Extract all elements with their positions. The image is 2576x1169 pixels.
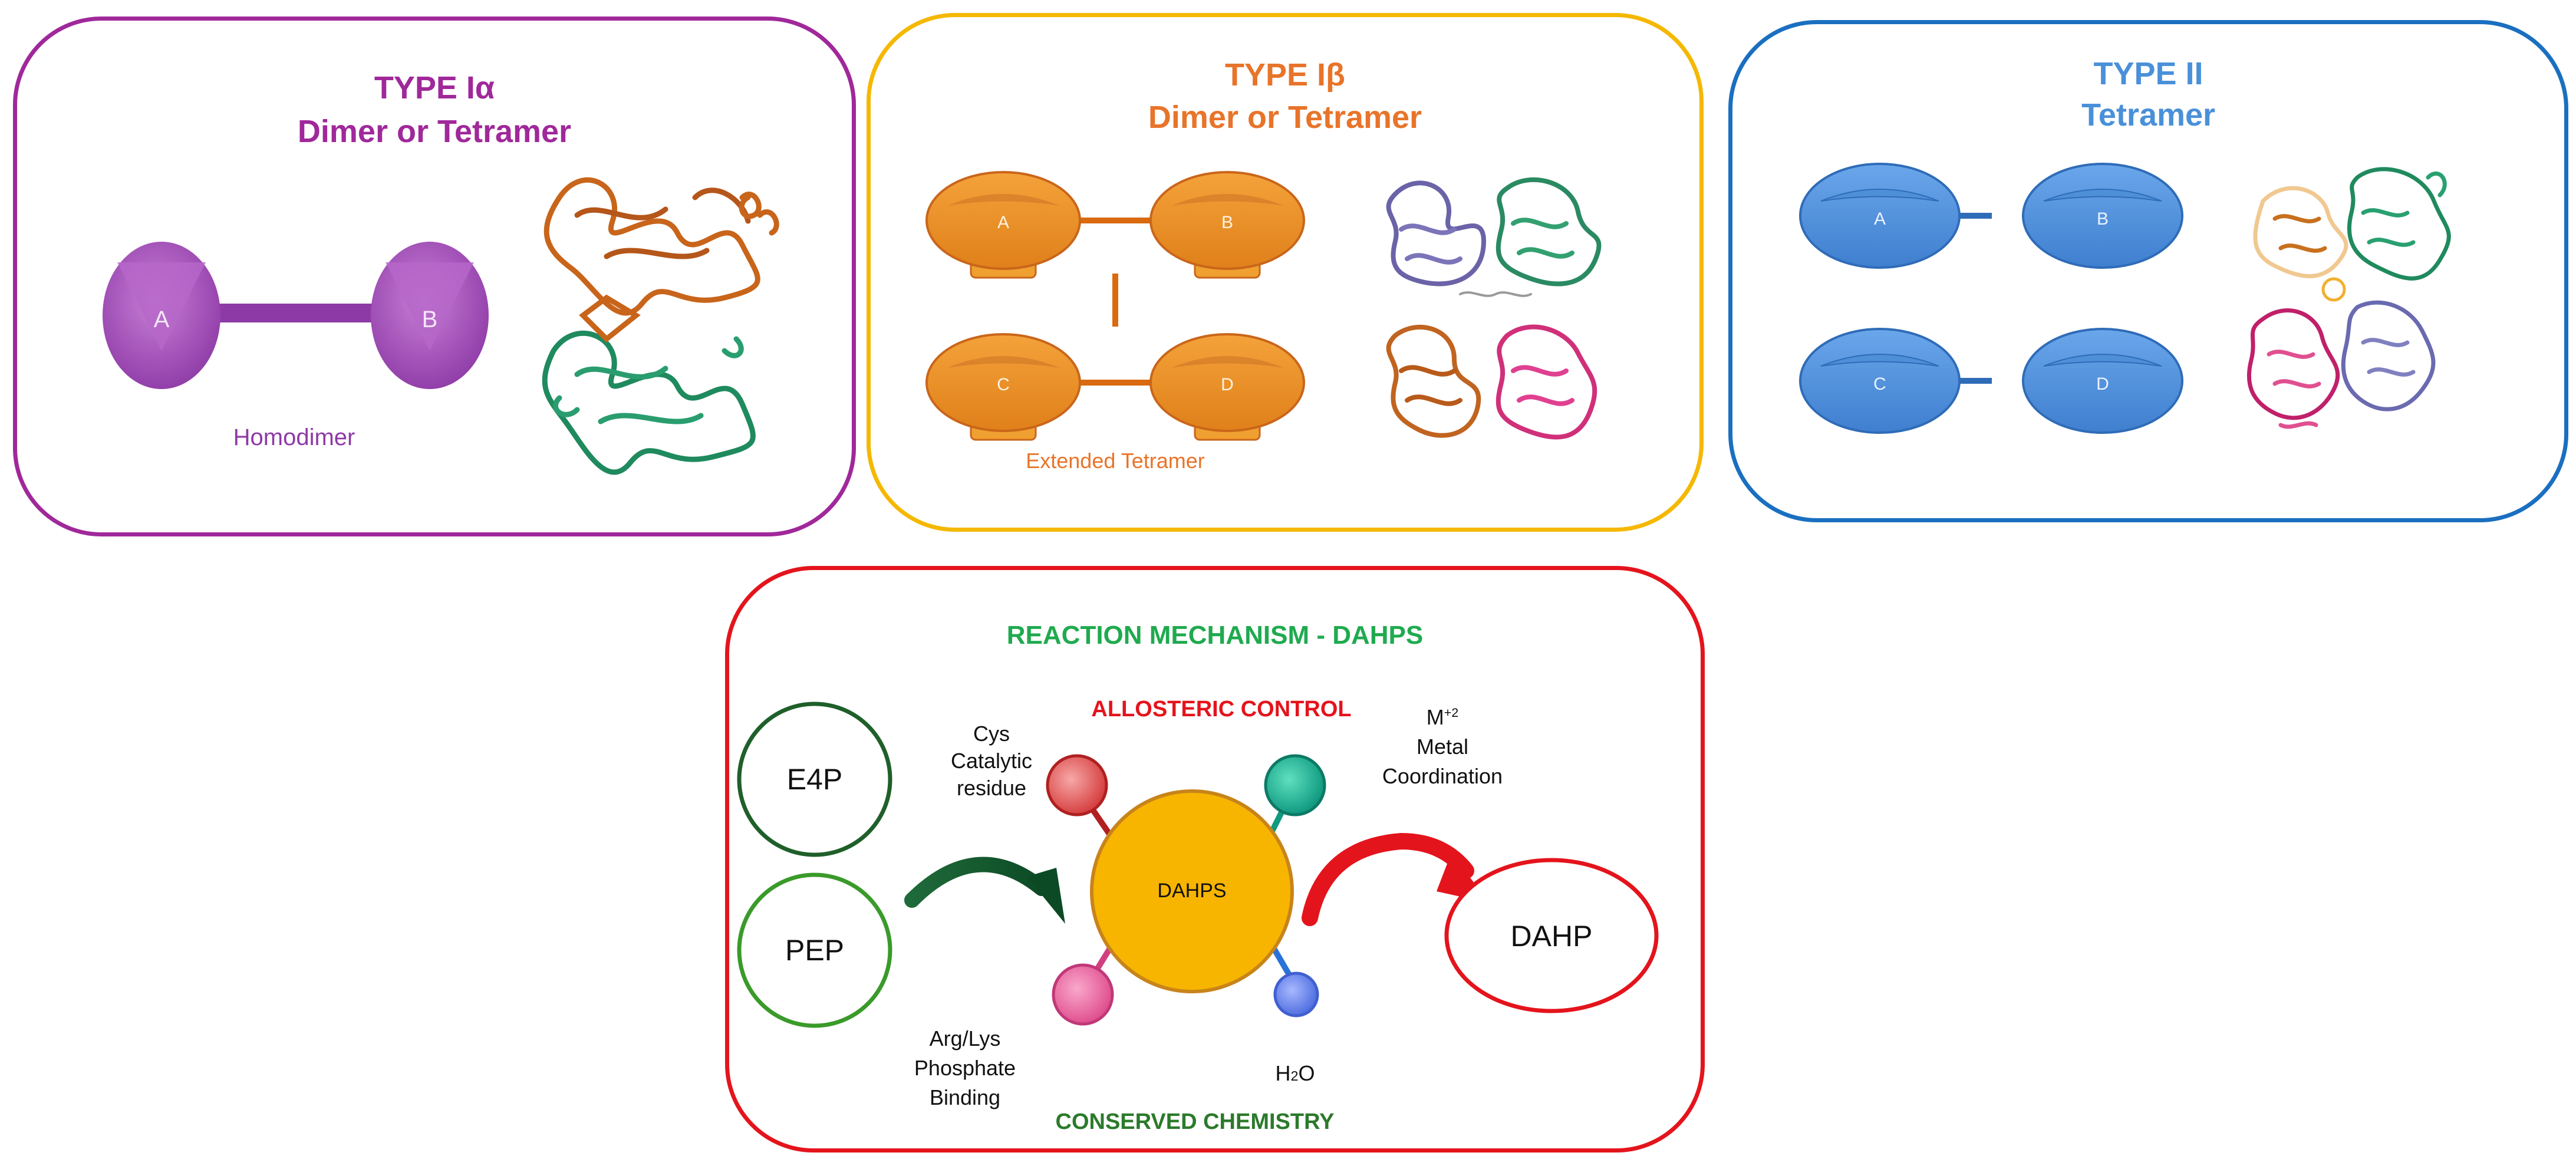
subunit-a-label: A [1874, 209, 1886, 229]
linker-a-b [1065, 218, 1165, 223]
reaction-title: REACTION MECHANISM - DAHPS [1006, 621, 1424, 650]
arg-lys-phosphate-binding-label: Arg/Lys Phosphate Binding [897, 1024, 1033, 1112]
arg-label-line-2: Phosphate [914, 1056, 1016, 1080]
subunit-b-shape [1149, 171, 1305, 279]
metal-ion-charge: +2 [1444, 705, 1459, 720]
dahps-label: DAHPS [1157, 880, 1226, 902]
metal-ion-line: M+2 [1366, 703, 1519, 732]
subunit-c-label: C [1873, 374, 1886, 394]
pep-label: PEP [785, 934, 844, 967]
allosteric-control-label: ALLOSTERIC CONTROL [1091, 697, 1352, 722]
reaction-mechanism-panel: REACTION MECHANISM - DAHPS ALLOSTERIC CO… [725, 566, 1705, 1152]
type-1b-title: TYPE Iβ [1224, 57, 1345, 93]
subunit-c-shape [1799, 328, 1961, 434]
type-2-subtitle: Tetramer [2081, 97, 2216, 133]
subunit-b-shape [2022, 163, 2183, 269]
subunit-d-label: D [1221, 375, 1234, 394]
e4p-label: E4P [787, 763, 843, 796]
type-2-title: TYPE II [2093, 56, 2203, 91]
arg-lys-ball [1052, 963, 1114, 1026]
arg-label-line-3: Binding [929, 1085, 1001, 1109]
protein-structure-image [1386, 177, 1602, 440]
subunit-b-label: B [1221, 213, 1233, 232]
water-ball [1273, 972, 1319, 1017]
subunit-a-shape [103, 242, 220, 389]
cys-label-line-3: residue [956, 776, 1027, 800]
subunit-c-shape [925, 333, 1081, 441]
water-label: H2O [1248, 1061, 1342, 1086]
cys-residue-ball [1046, 754, 1108, 816]
water-h: H [1275, 1061, 1291, 1085]
type-1a-title: TYPE Iα [374, 70, 495, 106]
subunit-a-shape [925, 171, 1081, 279]
metal-coordination-ball [1264, 754, 1326, 816]
metal-ion-symbol: M [1426, 705, 1444, 729]
type-1a-homodimer-diagram: A B Homodimer [103, 177, 779, 475]
homodimer-caption: Homodimer [233, 424, 355, 450]
type-2-tetramer-diagram: A B C D [1799, 163, 2451, 434]
subunit-a-label: A [997, 213, 1009, 232]
dahp-label: DAHP [1511, 920, 1593, 953]
type-2-panel: TYPE II Tetramer A B C D [1728, 20, 2568, 522]
type-1a-panel: TYPE Iα Dimer or Tetramer A B Homodimer [13, 17, 856, 536]
subunit-d-shape [1149, 333, 1305, 441]
e4p-substrate-circle [737, 702, 892, 857]
subunit-b-label: B [422, 307, 438, 332]
metal-label-line-2: Metal [1416, 735, 1469, 759]
type-1b-extended-tetramer-diagram: A B C D Extended Tetramer [925, 171, 1602, 473]
subunit-a-label: A [154, 307, 170, 332]
type-1a-subtitle: Dimer or Tetramer [297, 114, 572, 149]
dahps-enzyme-circle [1090, 789, 1294, 993]
reaction-scheme-diagram: E4P PEP DAHPS D [737, 702, 1659, 1028]
conserved-chemistry-label: CONSERVED CHEMISTRY [1055, 1109, 1335, 1134]
metal-label-line-3: Coordination [1382, 764, 1503, 788]
dahp-product-circle [1444, 858, 1659, 1013]
linker-vertical [1112, 274, 1118, 327]
type-1b-subtitle: Dimer or Tetramer [1148, 100, 1422, 135]
subunit-c-label: C [997, 375, 1010, 394]
metal-coordination-label: M+2 Metal Coordination [1366, 703, 1519, 791]
subunit-b-label: B [2097, 209, 2109, 229]
water-o: O [1298, 1061, 1315, 1085]
protein-structure-image [2246, 167, 2451, 429]
arg-label-line-1: Arg/Lys [929, 1026, 1001, 1051]
cys-label-line-1: Cys [973, 722, 1010, 746]
water-subscript: 2 [1290, 1068, 1299, 1084]
extended-tetramer-caption: Extended Tetramer [1026, 449, 1205, 473]
substrate-to-enzyme-arrow [904, 857, 1065, 924]
protein-structure-image [542, 177, 779, 475]
cys-label-line-2: Catalytic [950, 749, 1033, 773]
subunit-a-shape [1799, 163, 1961, 269]
cys-catalytic-residue-label: Cys Catalytic residue [924, 720, 1059, 802]
subunit-b-shape [371, 242, 489, 389]
type-1b-panel: TYPE Iβ Dimer or Tetramer [867, 13, 1704, 532]
pep-substrate-circle [737, 872, 892, 1028]
subunit-d-label: D [2096, 374, 2109, 394]
subunit-d-shape [2022, 328, 2183, 434]
linker-c-d [1065, 380, 1165, 386]
